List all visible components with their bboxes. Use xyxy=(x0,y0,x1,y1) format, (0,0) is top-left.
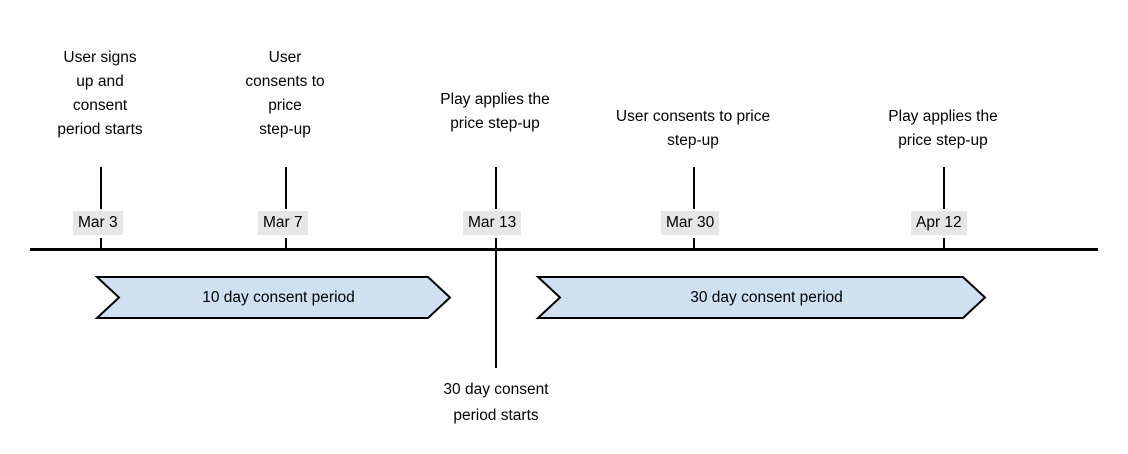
date-chip-stepup-applied-2: Apr 12 xyxy=(911,211,967,235)
tick-lower-consent-30day xyxy=(693,238,695,251)
tick-upper-signup xyxy=(100,167,102,209)
timeline-axis xyxy=(30,248,1098,251)
bottom-caption-thirty-day-start: 30 day consent period starts xyxy=(443,381,549,424)
date-chip-consent-30day: Mar 30 xyxy=(661,211,720,235)
event-caption-stepup-applied-1: Play applies the price step-up xyxy=(440,91,550,132)
event-caption-consent-30day: User consents to price step-up xyxy=(615,108,771,149)
banner-30-day-label: 30 day consent period xyxy=(690,288,843,306)
date-chip-consent-10day: Mar 7 xyxy=(258,211,308,235)
event-caption-stepup-applied-2: Play applies the price step-up xyxy=(888,108,998,149)
date-chip-signup: Mar 3 xyxy=(73,211,123,235)
event-caption-consent-10day: User consents to price step-up xyxy=(245,49,325,138)
banner-30-day: 30 day consent period xyxy=(538,277,985,318)
tick-upper-consent-30day xyxy=(693,167,695,209)
tick-lower-consent-10day xyxy=(285,238,287,251)
banner-10-day: 10 day consent period xyxy=(97,277,450,318)
tick-lower-signup xyxy=(100,238,102,251)
tick-lower-stepup-applied-1 xyxy=(495,238,497,368)
date-chip-stepup-applied-1: Mar 13 xyxy=(463,211,522,235)
tick-upper-stepup-applied-2 xyxy=(943,167,945,209)
event-caption-signup: User signs up and consent period starts xyxy=(57,49,143,138)
tick-upper-stepup-applied-1 xyxy=(495,167,497,209)
tick-upper-consent-10day xyxy=(285,167,287,209)
banner-10-day-label: 10 day consent period xyxy=(202,288,355,306)
tick-lower-stepup-applied-2 xyxy=(943,238,945,251)
